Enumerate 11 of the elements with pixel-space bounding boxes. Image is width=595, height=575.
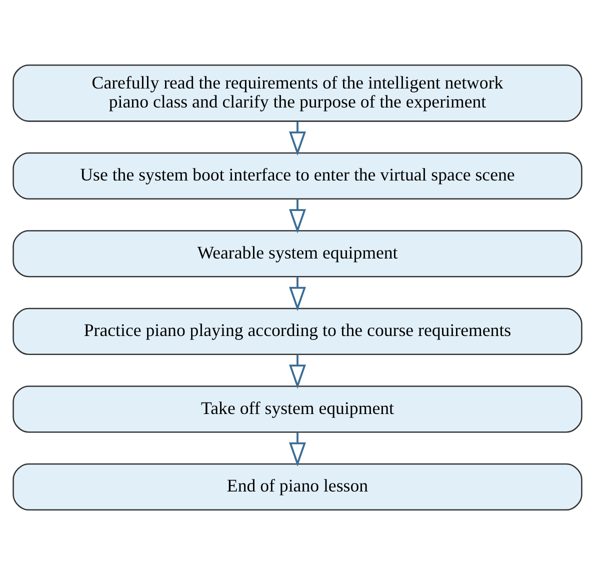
arrow [289,122,306,156]
arrow [289,199,306,234]
node-box: Use the system boot interface to enter the virtual space scene [12,152,582,200]
arrow [289,276,306,312]
arrow [289,432,306,467]
node-box: Take off system equipment [12,386,582,433]
node-box: Carefully read the requirements of the intelligent network piano class and clarify the purpose of the experiment [12,64,582,122]
arrow [289,354,306,389]
node-box: Practice piano playing according to the course requirements [12,308,582,356]
node-box: Wearable system equipment [12,230,582,278]
node-box: End of piano lesson [12,463,582,511]
